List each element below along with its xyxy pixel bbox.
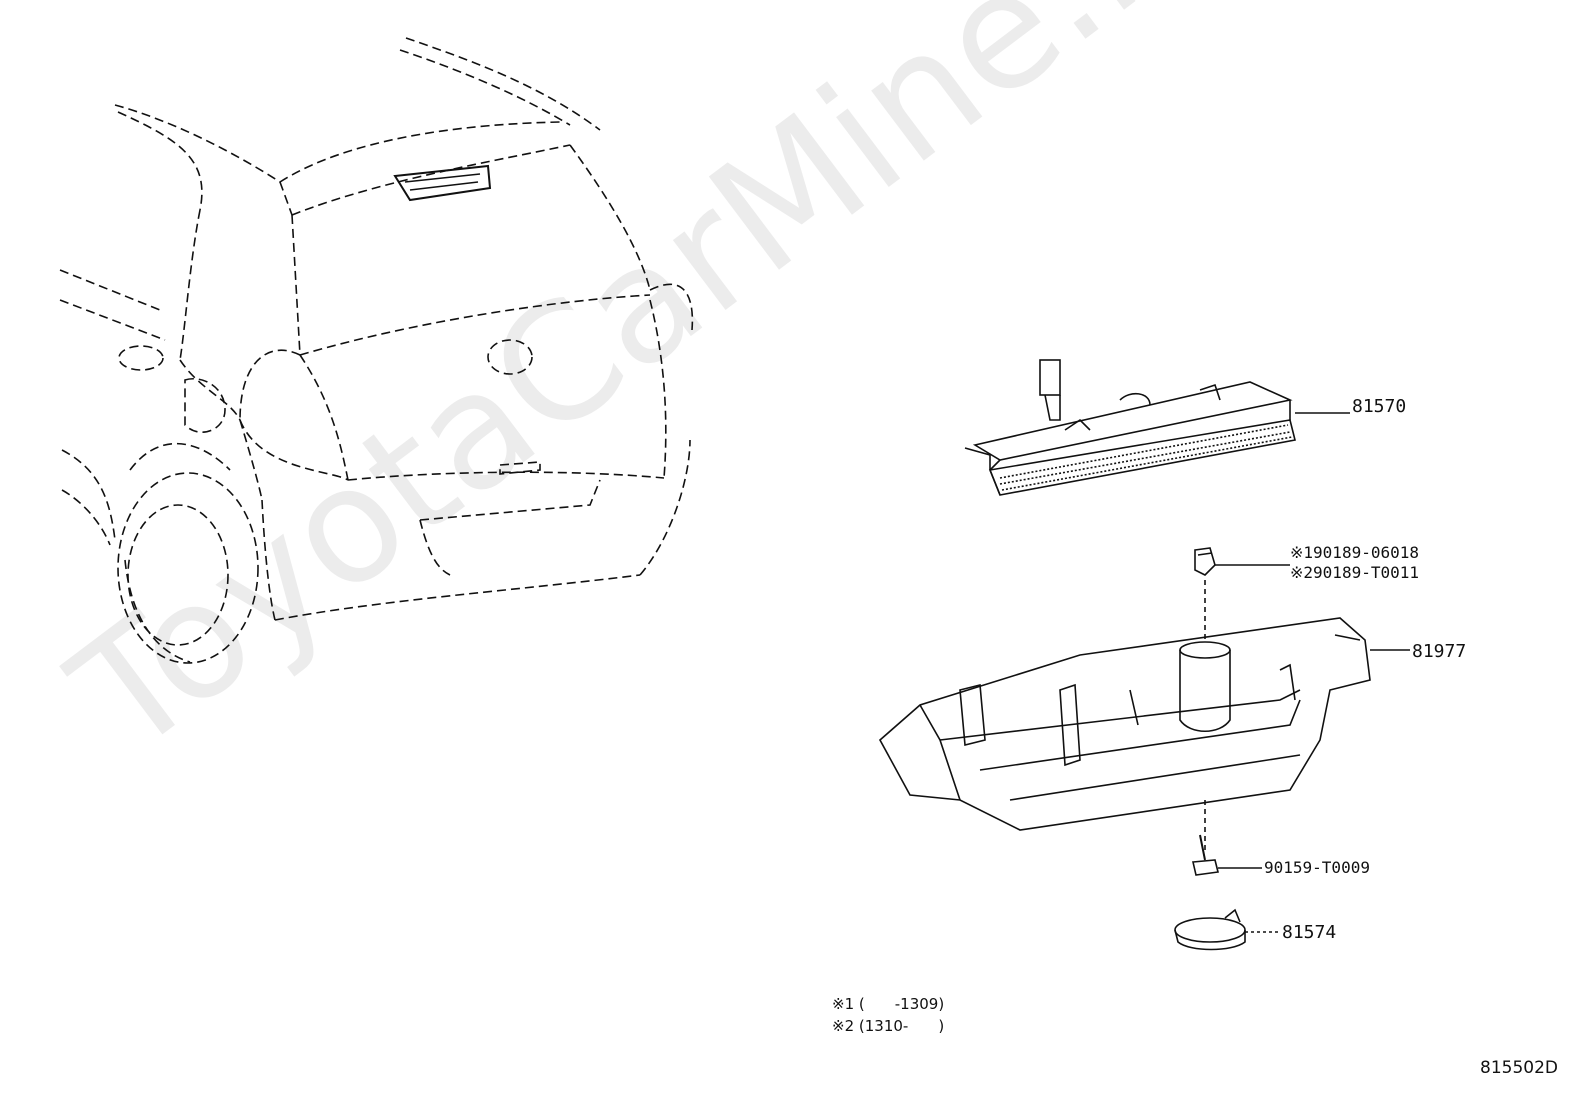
clip-90189: [1194, 547, 1290, 640]
car-stop-lamp: [393, 164, 492, 202]
note-1: ※1 ( -1309): [832, 995, 945, 1013]
part-label-81574: 81574: [1282, 922, 1337, 943]
note-2: ※2 (1310- ): [832, 1017, 945, 1035]
part-label-90159-T0009: 90159-T0009: [1264, 858, 1370, 877]
cap-81574: [1174, 908, 1280, 951]
part-label-90189-T0011: ※290189-T0011: [1290, 563, 1419, 582]
lamp-cover-81977: [878, 617, 1410, 850]
part-label-90189-06018: ※190189-06018: [1290, 543, 1419, 562]
screw-90159: [1192, 834, 1262, 876]
part-label-81570: 81570: [1352, 396, 1407, 417]
part-label-81977: 81977: [1412, 641, 1467, 662]
diagram-code: 815502D: [1480, 1058, 1558, 1078]
high-mount-stop-lamp-81570: [964, 359, 1350, 496]
car-outline: [59, 37, 694, 664]
